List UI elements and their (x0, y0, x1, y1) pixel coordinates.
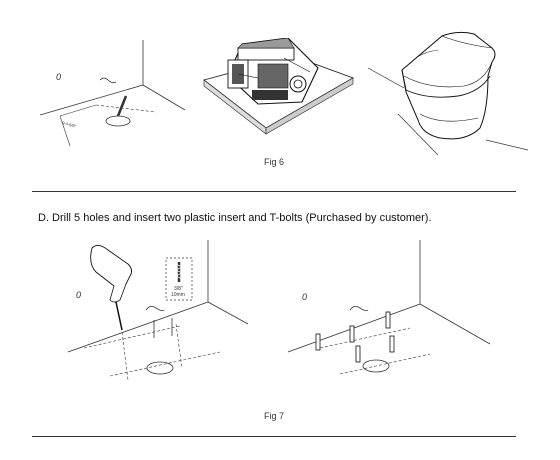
tbolt-icon (315, 311, 395, 363)
fig6-mounting-frame-illustration (203, 38, 355, 135)
fig6-left-mark: 0 (56, 72, 61, 82)
fig7-caption: Fig 7 (264, 411, 285, 421)
section-divider-bottom (32, 436, 516, 437)
fig6-installed-toilet-illustration (368, 31, 528, 155)
power-drill-icon (90, 245, 133, 331)
fig7-drilling-illustration: 0 3/8" 10mm (67, 240, 249, 381)
svg-text:9-4-6/8": 9-4-6/8" (62, 120, 77, 129)
fig6-dimension-label: 9-4-6/8" (62, 120, 77, 129)
fig6-floor-marking-illustration: 0 9-4-6/8" (39, 40, 186, 147)
fig7-right-mark: 0 (302, 292, 307, 302)
fig6-caption: Fig 6 (264, 157, 285, 167)
fig7-left-mark: 0 (76, 290, 81, 300)
step-d-instruction: D. Drill 5 holes and insert two plastic … (38, 212, 432, 224)
fig7-bit-size-mm: 10mm (171, 292, 185, 298)
section-divider-top (32, 191, 516, 192)
fig7-bit-size-inch: 3/8" (174, 286, 183, 292)
fig7-tbolts-illustration: 0 (287, 240, 491, 375)
